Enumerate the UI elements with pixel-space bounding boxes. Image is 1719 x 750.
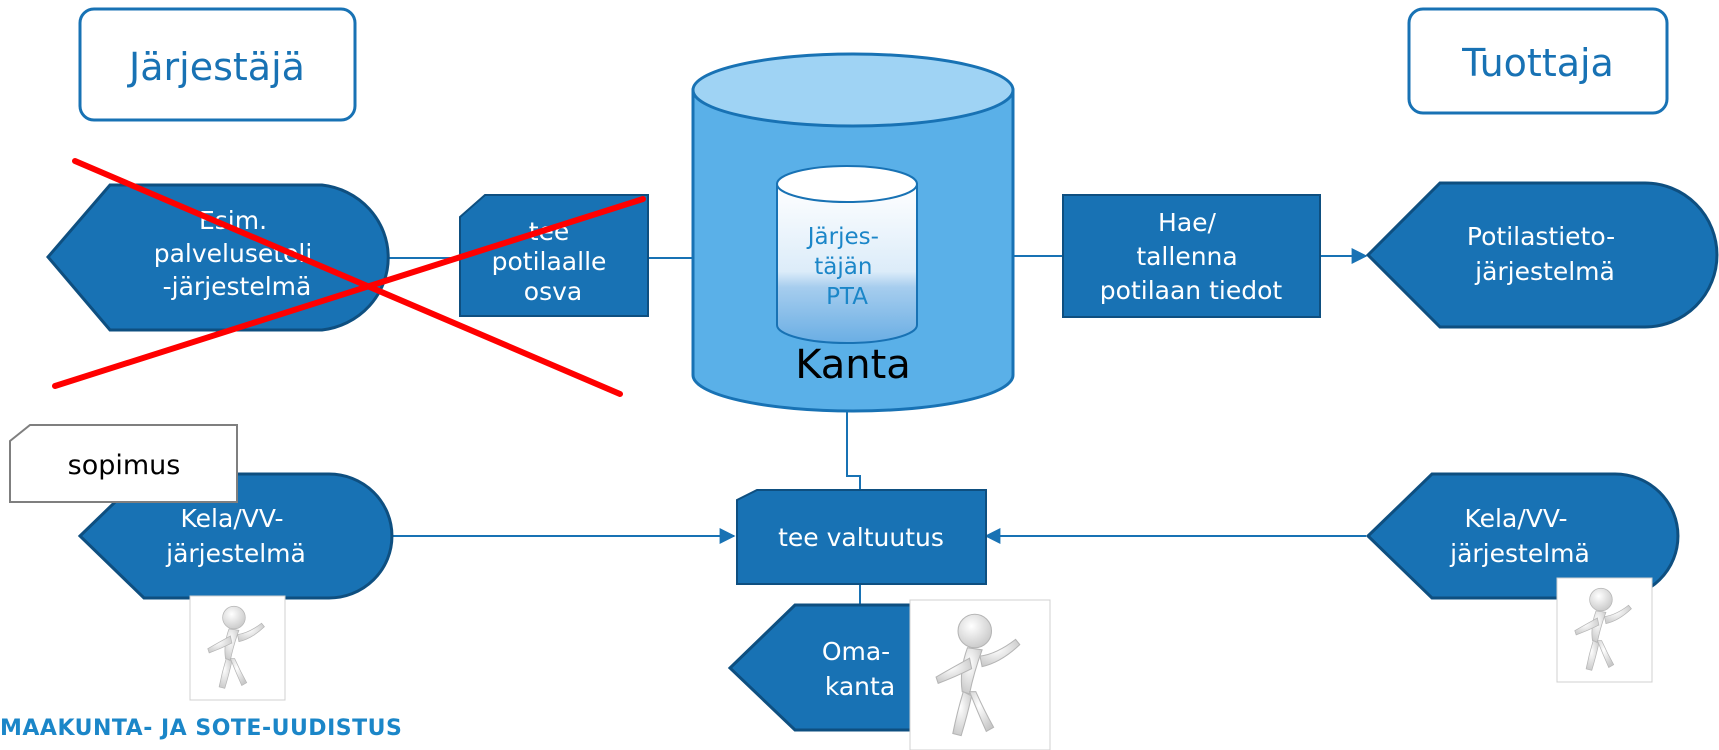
role-jarjestaja: Järjestäjä [78, 7, 357, 122]
svg-text:Kela/VV- järjestelmä: Kela/VV- järjestelmä [165, 504, 306, 568]
omakanta-label-2: kanta [825, 672, 895, 701]
inner-pta-database: Järjes- täjän PTA [776, 165, 918, 344]
role-left-label: Järjestäjä [127, 45, 305, 89]
authorize-label: tee valtuutus [778, 523, 944, 552]
footer-brand-label: MAAKUNTA- JA SOTE-UUDISTUS [0, 716, 403, 741]
patient-system-label-1: Potilastieto- [1467, 222, 1615, 251]
person-presenting-icon [909, 599, 1051, 750]
fetch-label-1: Hae/ [1158, 208, 1216, 237]
osva-label-3: osva [524, 277, 582, 306]
voucher-system-node: Esim. palveluseteli -järjestelmä [46, 183, 390, 332]
kela-right-label-1: Kela/VV- [1465, 504, 1568, 533]
svg-text:Potilastieto- järjestelm: Potilastieto- järjestelmä [1467, 222, 1623, 286]
kela-left-label-2: järjestelmä [165, 539, 306, 568]
svg-text:tee potilaalle osv: tee potilaalle osva [492, 217, 615, 306]
kela-right-label-2: järjestelmä [1449, 539, 1590, 568]
osva-label-2: potilaalle [492, 247, 607, 276]
fetch-label-2: tallenna [1136, 242, 1237, 271]
role-tuottaja: Tuottaja [1407, 7, 1669, 115]
svg-text:Järjes- täjän: Järjes- täjän PTA [806, 224, 886, 310]
svg-text:Esim. palveluseteli: Esim. palveluseteli -järjestelmä [154, 206, 321, 301]
inner-db-label-1: Järjes- [806, 224, 879, 250]
fetch-label-3: potilaan tiedot [1100, 276, 1283, 305]
person-presenting-icon [1556, 577, 1653, 683]
role-right-label: Tuottaja [1461, 41, 1614, 85]
fetch-store-action: Hae/ tallenna potilaan tiedot [1062, 194, 1321, 318]
svg-text:Kela/VV- järjestelmä: Kela/VV- järjestelmä [1449, 504, 1590, 568]
omakanta-label-1: Oma- [822, 637, 890, 666]
patient-system-label-2: järjestelmä [1474, 257, 1615, 286]
svg-text:Oma- kanta: Oma- kanta [822, 637, 898, 701]
authorize-action: tee valtuutus [736, 489, 987, 585]
sopimus-label: sopimus [68, 450, 181, 481]
kanta-database: Järjes- täjän PTA Kanta [691, 52, 1015, 413]
kela-left-node: Kela/VV- järjestelmä [77, 472, 394, 600]
patient-system-node: Potilastieto- järjestelmä [1365, 181, 1719, 329]
inner-db-label-2: täjän [814, 254, 872, 280]
voucher-label-3: -järjestelmä [163, 272, 312, 301]
svg-text:Hae/ tallenna poti: Hae/ tallenna potilaan tiedot [1100, 208, 1283, 305]
person-presenting-icon [189, 595, 286, 701]
kela-left-label-1: Kela/VV- [181, 504, 284, 533]
omakanta-node: Oma- kanta [727, 603, 937, 732]
cross-out-mark [52, 158, 646, 397]
sopimus-note: sopimus [9, 424, 238, 503]
kela-right-node: Kela/VV- järjestelmä [1365, 472, 1680, 600]
kanta-label: Kanta [795, 342, 911, 388]
create-osva-action: tee potilaalle osva [459, 194, 649, 317]
inner-db-label-3: PTA [826, 284, 868, 310]
